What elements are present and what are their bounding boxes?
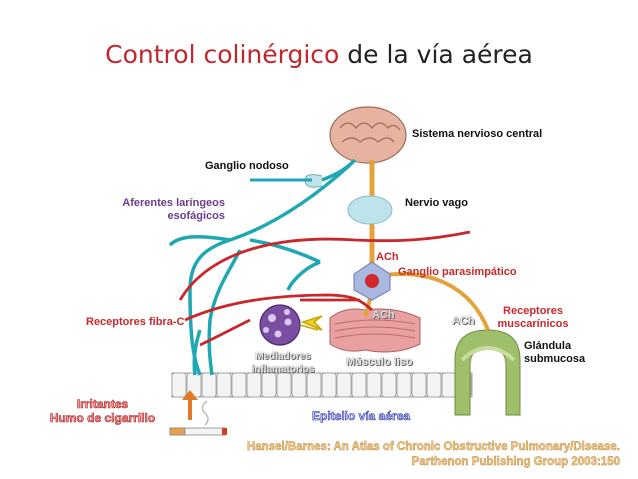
label-irritants-line1: Irritantes (76, 397, 129, 412)
label-cns: Sistema nervioso central (412, 128, 543, 140)
title-accent: Control colinérgico (105, 40, 340, 69)
mediator-arrow-icon (299, 315, 323, 331)
label-gland-line1: Glándula (524, 340, 572, 352)
submucosal-gland (454, 329, 521, 416)
citation-line2: Parthenon Publishing Group 2003:150 (411, 456, 620, 468)
brain-icon (329, 106, 407, 164)
label-mediators-line2: inflamatorios (251, 364, 315, 375)
label-afferents: Aferentes laríngeos esofágicos (95, 197, 225, 223)
label-gland-line2: submucosa (524, 353, 586, 365)
label-smooth-muscle: Músculo liso (346, 356, 413, 368)
citation-line1: Hansel/Barnes: An Atlas of Chronic Obstr… (246, 441, 620, 453)
reflex-pathways (178, 230, 471, 347)
label-irritants: Irritantes Humo de cigarrillo (40, 397, 165, 426)
inflammatory-cell-icon (259, 304, 301, 346)
irritant-arrow-icon (182, 390, 198, 420)
label-nodose-ganglion: Ganglio nodoso (205, 160, 289, 172)
label-ach-muscle: ACh (372, 309, 395, 321)
parasympathetic-ganglion-icon (353, 261, 391, 301)
afferent-nerves (168, 158, 357, 376)
label-epithelium: Epitelio vía aérea (312, 409, 411, 423)
label-muscarinic-line2: muscarínicos (497, 318, 569, 330)
slide-title: Control colinérgico de la vía aérea (0, 40, 638, 69)
label-vagus: Nervio vago (405, 197, 468, 209)
efferent-to-gland (384, 272, 490, 331)
label-parasympathetic-ganglion: Ganglio parasimpático (398, 266, 517, 278)
label-irritants-line2: Humo de cigarrillo (49, 411, 156, 426)
label-ach-top: ACh (376, 251, 399, 263)
label-muscarinic: Receptores muscarínicos (488, 305, 578, 331)
label-ach-gland: ACh (452, 315, 475, 327)
cigarette-icon (169, 400, 227, 436)
vagus-nerve-icon (347, 195, 393, 225)
label-gland: Glándula submucosa (524, 340, 585, 366)
label-mediators-line1: Mediadores (255, 351, 311, 362)
label-afferents-line1: Aferentes laríngeos (122, 197, 225, 209)
label-mediators: Mediadores inflamatorios (243, 350, 323, 376)
title-rest: de la vía aérea (339, 40, 533, 69)
label-c-fiber: Receptores fibra-C (86, 316, 185, 328)
label-muscarinic-line1: Receptores (503, 305, 563, 317)
airway-epithelium (171, 372, 473, 398)
smooth-muscle (329, 308, 421, 353)
nodose-ganglion (250, 174, 323, 188)
label-afferents-line2: esofágicos (167, 210, 225, 222)
